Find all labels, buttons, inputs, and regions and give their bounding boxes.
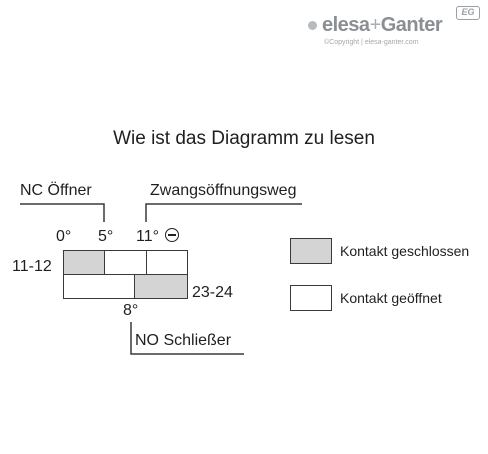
angle-0-label: 0°	[56, 228, 72, 245]
brand-plus: +	[369, 14, 382, 36]
brand-badge: EG	[456, 6, 480, 20]
brand-mark-icon	[308, 21, 317, 30]
legend-open-label: Kontakt geöffnet	[340, 290, 442, 306]
no-segment-open	[63, 274, 135, 299]
brand-name-part1: elesa	[322, 14, 370, 36]
brand-wordmark: elesa+Ganter	[322, 14, 443, 37]
forced-bracket-line	[145, 203, 302, 222]
no-segment-closed	[134, 274, 188, 299]
legend-closed-label: Kontakt geschlossen	[340, 243, 470, 259]
contact-11-12-label: 11-12	[12, 258, 52, 275]
brand-name-part2: Ganter	[380, 14, 443, 36]
angle-11-label: 11°	[136, 228, 160, 245]
no-bracket-line	[130, 322, 244, 355]
brand-copyright: ©Copyright | elesa-ganter.com	[324, 39, 419, 46]
page-title: Wie ist das Diagramm zu lesen	[113, 128, 375, 149]
nc-opener-label: NC Öffner	[20, 182, 92, 199]
angle-5-label: 5°	[98, 228, 114, 245]
forced-opening-label: Zwangsöffnungsweg	[150, 182, 297, 199]
nc-segment-open-2	[146, 250, 188, 275]
contact-23-24-label: 23-24	[192, 284, 233, 301]
forced-opening-icon	[165, 228, 179, 242]
angle-8-label: 8°	[123, 302, 139, 319]
legend-closed-swatch	[290, 238, 332, 264]
no-closer-label: NO Schließer	[135, 332, 232, 349]
legend-open-swatch	[290, 285, 332, 311]
nc-bracket-line	[20, 203, 105, 222]
nc-segment-open-1	[104, 250, 147, 275]
nc-segment-closed	[63, 250, 105, 275]
brand-logo: elesa+Ganter EG ©Copyright | elesa-gante…	[300, 6, 484, 50]
